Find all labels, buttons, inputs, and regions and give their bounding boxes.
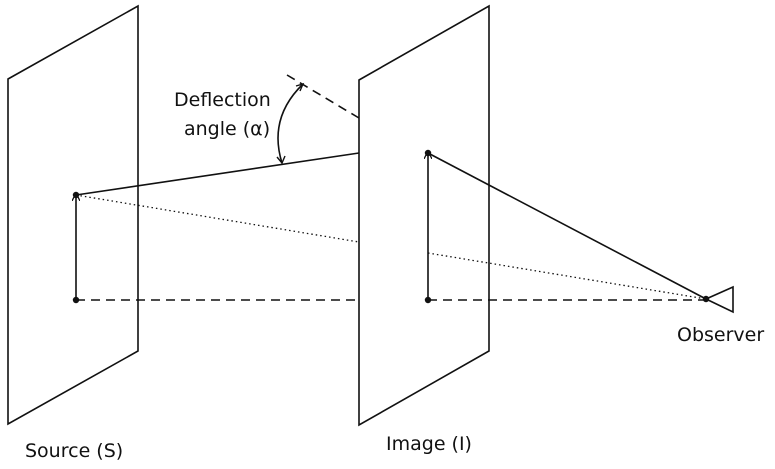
source-top-point	[72, 191, 80, 199]
deflected-ray-incoming	[75, 152, 360, 196]
deflection-arc-arrowhead-top	[295, 82, 305, 92]
deflection-arc-arrowhead-bottom	[276, 155, 286, 165]
image-top-point	[424, 149, 432, 157]
observer-label: Observer	[677, 324, 764, 346]
image-bottom-point	[424, 296, 432, 304]
source-dotted-ray	[75, 194, 360, 243]
image-label: Image (I)	[386, 433, 472, 455]
observer-point	[702, 295, 710, 303]
source-plane	[7, 4, 139, 426]
source-bottom-point	[72, 296, 80, 304]
image-plane	[358, 4, 490, 427]
deflection-angle-arc	[277, 83, 304, 164]
incoming-ray-extension	[286, 74, 360, 119]
deflection-angle-label-line1: Deflection	[174, 89, 271, 111]
observer-dotted-ray	[427, 252, 707, 300]
observed-ray	[427, 152, 707, 300]
deflection-angle-label-line2: angle (α)	[184, 118, 270, 140]
source-label: Source (S)	[25, 440, 123, 462]
observer-eye-icon	[704, 285, 734, 314]
